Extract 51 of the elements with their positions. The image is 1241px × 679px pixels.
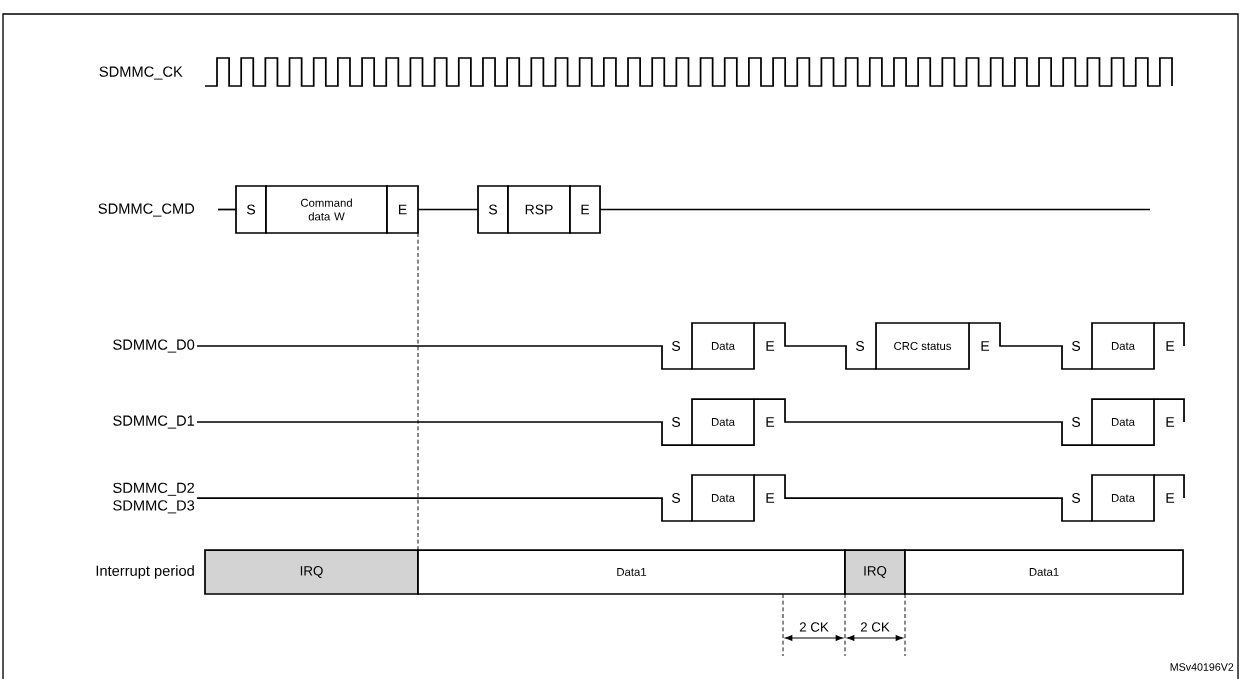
period-box: IRQ xyxy=(204,549,419,595)
end-bit: E xyxy=(981,341,990,351)
signal-waveform xyxy=(753,322,877,370)
dimension-label: 2 CK xyxy=(799,622,829,632)
bit-field-box: S xyxy=(235,185,267,234)
figure-id: MSv40196V2 xyxy=(1170,663,1234,671)
signal-name: SDMMC_D1 xyxy=(113,415,195,429)
bit-field-box: E xyxy=(386,185,419,234)
signal-waveform xyxy=(417,208,479,211)
end-bit: E xyxy=(766,493,775,503)
bit-field-box: Data xyxy=(1091,322,1155,370)
signal-waveform xyxy=(1153,474,1185,499)
period-box: Data1 xyxy=(417,549,846,595)
bit-field-box: S xyxy=(477,185,509,234)
start-bit: S xyxy=(855,341,865,351)
bit-field-box: Data xyxy=(691,474,755,522)
signal-name: SDMMC_CMD xyxy=(98,203,195,217)
signal-waveform xyxy=(1153,398,1185,423)
start-bit: S xyxy=(671,493,681,503)
signal-waveform xyxy=(1153,322,1185,347)
period-box: IRQ xyxy=(844,549,906,595)
start-bit: S xyxy=(1071,417,1081,427)
signal-name: SDMMC_D0 xyxy=(113,339,195,353)
end-bit: E xyxy=(1166,341,1175,351)
start-bit: S xyxy=(671,341,681,351)
signal-name: SDMMC_CK xyxy=(99,66,183,80)
period-box: Data1 xyxy=(904,549,1184,595)
signal-waveform xyxy=(968,322,1093,370)
end-bit: E xyxy=(1166,493,1175,503)
signal-waveform xyxy=(196,421,693,446)
bit-field-box: Data xyxy=(691,322,755,370)
end-bit: E xyxy=(766,417,775,427)
start-bit: S xyxy=(671,417,681,427)
signal-waveform xyxy=(599,208,1151,211)
end-bit: E xyxy=(766,341,775,351)
start-bit: S xyxy=(1071,341,1081,351)
bit-field-box: Data xyxy=(1091,474,1155,522)
bit-field-box: Data xyxy=(1091,398,1155,446)
signal-waveform xyxy=(753,474,1093,522)
timing-marker-line xyxy=(417,232,419,551)
dimension-label: 2 CK xyxy=(860,622,890,632)
signal-waveform xyxy=(753,398,1093,446)
end-bit: E xyxy=(1166,417,1175,427)
bit-field-box: CRC status xyxy=(875,322,970,370)
signal-name: SDMMC_D2 SDMMC_D3 xyxy=(113,482,195,514)
start-bit: S xyxy=(1071,493,1081,503)
bit-field-box: E xyxy=(569,185,601,234)
signal-waveform xyxy=(217,208,237,211)
signal-waveform xyxy=(196,497,693,522)
signal-waveform xyxy=(196,345,693,370)
bit-field-box: Data xyxy=(691,398,755,446)
